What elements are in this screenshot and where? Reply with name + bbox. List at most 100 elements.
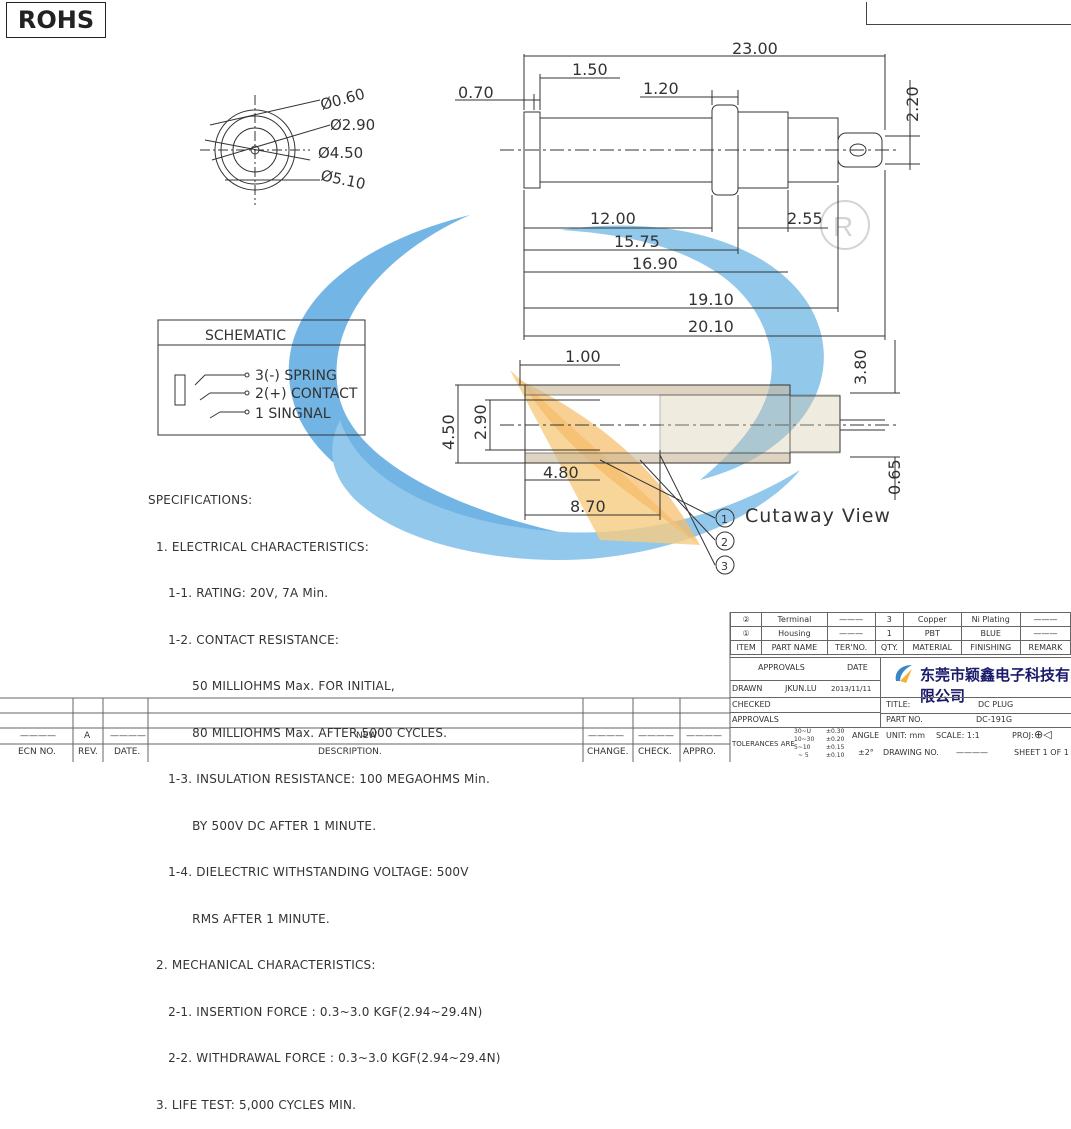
spec-line: RMS AFTER 1 MINUTE. <box>148 911 330 926</box>
title-block: APPROVALS DATE DRAWN JKUN.LU 2013/11/11 … <box>730 657 1071 763</box>
schematic-pin-2: 2(+) CONTACT <box>255 386 358 402</box>
tb-date: DATE <box>847 663 868 672</box>
spec-line: BY 500V DC AFTER 1 MINUTE. <box>148 818 377 833</box>
schematic-pin-1: 1 SINGNAL <box>255 406 331 422</box>
bom-header-remark: REMARK <box>1019 640 1071 655</box>
bom-ter: ——— <box>826 626 876 641</box>
dim-1910: 19.10 <box>688 290 734 309</box>
tol-value: ±0.15 <box>826 744 845 751</box>
schematic-pin-3: 3(-) SPRING <box>255 368 337 384</box>
spec-line: 1. ELECTRICAL CHARACTERISTICS: <box>148 539 369 554</box>
rev-value: A <box>84 731 91 741</box>
bom-qty: 3 <box>874 612 905 627</box>
tol-range: ~ 5 <box>798 752 809 759</box>
dim-100: 1.00 <box>565 347 601 366</box>
schematic-title: SCHEMATIC <box>205 328 286 344</box>
tb-approvals2: APPROVALS <box>732 715 779 724</box>
tb-drawn-by: JKUN.LU <box>785 684 817 693</box>
bom-remark: ——— <box>1019 612 1071 627</box>
dim-d510: Ø5.10 <box>319 166 367 193</box>
tb-tolerances: TOLERANCES ARE <box>732 740 795 748</box>
side-view <box>455 54 920 340</box>
tb-approvals: APPROVALS <box>758 663 805 672</box>
company-name: 东莞市颖鑫电子科技有限公司 <box>920 666 1071 705</box>
tol-range: 5~10 <box>794 744 811 751</box>
rohs-label: ROHS <box>6 2 106 38</box>
spec-line: 1-3. INSULATION RESISTANCE: 100 MEGAOHMS… <box>148 772 490 786</box>
tol-value: ±0.30 <box>826 728 845 735</box>
tb-drawn-date: 2013/11/11 <box>831 685 872 693</box>
rev-ecn-header: ECN NO. <box>18 747 56 757</box>
bom-name: Terminal <box>761 612 828 627</box>
rev-rev-header: REV. <box>78 747 98 757</box>
bom-header-finish: FINISHING <box>960 640 1021 655</box>
tb-part-no: DC-191G <box>976 715 1013 724</box>
bom-header-row: ITEM PART NAME TER'NO. QTY. MATERIAL FIN… <box>729 640 1071 655</box>
dim-1200: 12.00 <box>590 209 636 228</box>
drawing-canvas: R Ø0.60 Ø2.90 Ø4.50 Ø5.10 <box>0 39 922 762</box>
tol-value: ±0.10 <box>826 752 845 759</box>
rev-check-header: CHECK. <box>638 747 672 757</box>
dim-220: 2.20 <box>903 86 922 122</box>
tb-drawn: DRAWN <box>732 684 763 693</box>
tb-title: DC PLUG <box>978 700 1014 709</box>
tb-scale: SCALE: 1:1 <box>936 731 980 740</box>
rev-desc-value: NEW <box>356 731 378 741</box>
dim-d450: Ø4.50 <box>318 144 363 162</box>
svg-text:R: R <box>833 211 853 242</box>
dim-150: 1.50 <box>572 60 608 79</box>
spec-line: 80 MILLIOHMS Max. AFTER 5000 CYCLES. <box>148 725 448 740</box>
rev-check-dash: ———— <box>638 731 674 741</box>
tb-title-label: TITLE: <box>886 700 911 709</box>
spec-line: 3. LIFE TEST: 5,000 CYCLES MIN. <box>148 1097 357 1112</box>
front-view <box>200 95 331 205</box>
tb-drawing-no-val: ———— <box>956 748 988 757</box>
tol-range: 30~U <box>794 728 812 735</box>
dim-870: 8.70 <box>570 497 606 516</box>
dim-120: 1.20 <box>643 79 679 98</box>
spec-line: 2. MECHANICAL CHARACTERISTICS: <box>148 958 376 972</box>
dim-480: 4.80 <box>543 463 579 482</box>
tb-unit: UNIT: mm <box>886 731 926 740</box>
bom-finish: BLUE <box>960 626 1021 641</box>
schematic-box <box>157 319 366 436</box>
tb-part-label: PART NO. <box>886 715 923 724</box>
dim-overall: 23.00 <box>732 39 778 58</box>
bom-material: Copper <box>903 612 962 627</box>
bom-row: ② Terminal ——— 3 Copper Ni Plating ——— <box>729 612 1071 627</box>
callout-3: 3 <box>721 560 728 573</box>
bom-header-item: ITEM <box>729 640 763 655</box>
tb-angle-val: ±2° <box>858 748 874 757</box>
rev-appro-header: APPRO. <box>683 747 716 757</box>
rev-desc-header: DESCRIPTION. <box>318 747 382 757</box>
dim-065: 0.65 <box>885 459 904 495</box>
bom-table: ② Terminal ——— 3 Copper Ni Plating ——— ①… <box>729 612 1071 655</box>
rev-appro-dash: ———— <box>686 731 722 741</box>
dim-255: 2.55 <box>787 209 823 228</box>
cutaway-view <box>455 340 900 575</box>
spec-line: 1-4. DIELECTRIC WITHSTANDING VOLTAGE: 50… <box>148 865 469 879</box>
bom-name: Housing <box>761 626 828 641</box>
spec-line: 1-2. CONTACT RESISTANCE: <box>148 632 340 647</box>
spec-line: 2-2. WITHDRAWAL FORCE : 0.3~3.0 KGF(2.94… <box>148 1051 501 1065</box>
specifications: SPECIFICATIONS: 1. ELECTRICAL CHARACTERI… <box>148 462 501 1129</box>
bom-item: ② <box>729 612 763 627</box>
rev-change-dash: ———— <box>588 731 624 741</box>
bom-qty: 1 <box>874 626 905 641</box>
bom-header-name: PART NAME <box>761 640 828 655</box>
dim-1690: 16.90 <box>632 254 678 273</box>
rev-date-header: DATE. <box>114 747 141 757</box>
tol-value: ±0.20 <box>826 736 845 743</box>
bom-header-qty: QTY. <box>874 640 905 655</box>
dim-2010: 20.10 <box>688 317 734 336</box>
rev-date-dash: ———— <box>110 731 146 741</box>
spec-line: 50 MILLIOHMS Max. FOR INITIAL, <box>148 679 395 693</box>
dim-d290: Ø2.90 <box>330 116 375 134</box>
cutaway-label: Cutaway View <box>745 505 891 527</box>
bom-row: ① Housing ——— 1 PBT BLUE ——— <box>729 626 1071 641</box>
tb-proj: PROJ: <box>1012 731 1034 740</box>
tol-range: 10~30 <box>794 736 815 743</box>
callout-2: 2 <box>721 536 728 549</box>
callout-1: 1 <box>721 513 728 526</box>
tb-sheet: SHEET 1 OF 1 <box>1014 748 1069 757</box>
